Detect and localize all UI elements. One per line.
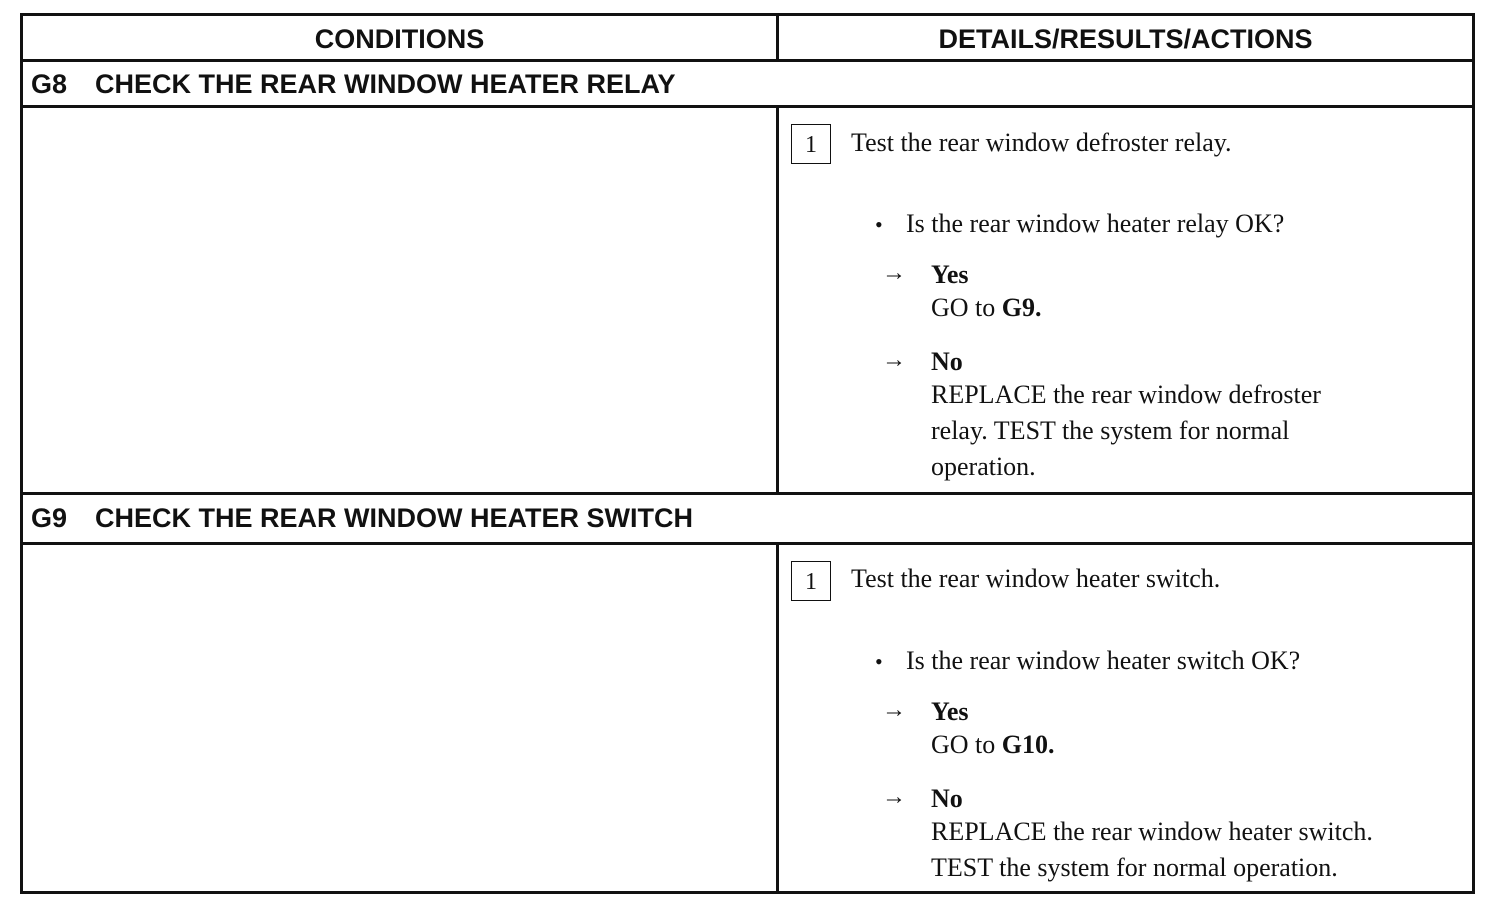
yes-result: GO to G10. bbox=[931, 727, 1055, 763]
goto-step-link: G9. bbox=[1001, 293, 1042, 322]
arrow-right-icon: → bbox=[882, 784, 906, 810]
yes-label: Yes bbox=[931, 260, 969, 289]
conditions-column-header: CONDITIONS bbox=[314, 24, 485, 54]
no-result-line: REPLACE the rear window heater switch. bbox=[931, 817, 1373, 846]
step-id: G9 bbox=[31, 503, 68, 533]
instruction-text: Test the rear window defroster relay. bbox=[851, 128, 1232, 157]
bullet-icon: • bbox=[875, 212, 883, 237]
no-result: REPLACE the rear window heater switch. T… bbox=[931, 814, 1373, 886]
no-result-line: operation. bbox=[931, 452, 1036, 481]
step-number-box: 1 bbox=[791, 124, 831, 164]
yes-result: GO to G9. bbox=[931, 290, 1042, 326]
no-result-line: TEST the system for normal operation. bbox=[931, 853, 1338, 882]
bullet-icon: • bbox=[875, 649, 883, 674]
arrow-right-icon: → bbox=[882, 260, 906, 286]
column-divider bbox=[776, 16, 779, 62]
instruction-text: Test the rear window heater switch. bbox=[851, 564, 1221, 593]
step-details-g8: 1 Test the rear window defroster relay. … bbox=[779, 108, 1472, 495]
step-header-g9: G9 CHECK THE REAR WINDOW HEATER SWITCH bbox=[23, 495, 1472, 545]
step-title: CHECK THE REAR WINDOW HEATER SWITCH bbox=[95, 503, 693, 533]
no-result: REPLACE the rear window defroster relay.… bbox=[931, 377, 1321, 485]
column-divider bbox=[776, 545, 779, 894]
question-text: Is the rear window heater switch OK? bbox=[906, 646, 1301, 675]
no-result-line: REPLACE the rear window defroster bbox=[931, 380, 1321, 409]
row-divider bbox=[23, 492, 776, 495]
no-result-line: relay. TEST the system for normal bbox=[931, 416, 1290, 445]
no-label: No bbox=[931, 784, 963, 813]
column-divider bbox=[776, 108, 779, 495]
no-label: No bbox=[931, 347, 963, 376]
step-details-g9: 1 Test the rear window heater switch. • … bbox=[779, 545, 1472, 894]
step-number-box: 1 bbox=[791, 561, 831, 601]
step-header-g8: G8 CHECK THE REAR WINDOW HEATER RELAY bbox=[23, 62, 1472, 108]
diagnostic-table: CONDITIONS DETAILS/RESULTS/ACTIONS G8 CH… bbox=[20, 13, 1475, 894]
table-header: CONDITIONS DETAILS/RESULTS/ACTIONS bbox=[23, 16, 1472, 62]
yes-label: Yes bbox=[931, 697, 969, 726]
details-column-header: DETAILS/RESULTS/ACTIONS bbox=[938, 24, 1313, 54]
step-id: G8 bbox=[31, 69, 68, 99]
arrow-right-icon: → bbox=[882, 347, 906, 373]
yes-result-text: GO to bbox=[931, 293, 1002, 322]
arrow-right-icon: → bbox=[882, 697, 906, 723]
yes-result-text: GO to bbox=[931, 730, 1002, 759]
step-title: CHECK THE REAR WINDOW HEATER RELAY bbox=[95, 69, 676, 99]
question-text: Is the rear window heater relay OK? bbox=[906, 209, 1285, 238]
goto-step-link: G10. bbox=[1001, 730, 1055, 759]
